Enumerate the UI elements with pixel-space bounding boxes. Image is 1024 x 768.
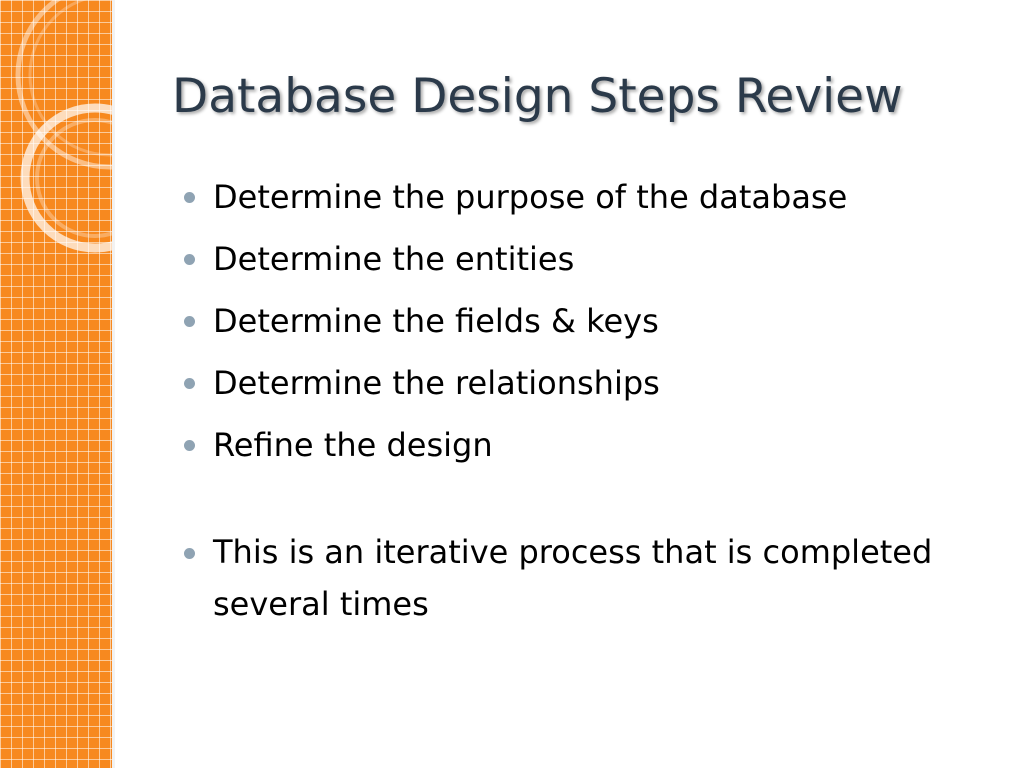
bullet-text: Determine the entities	[213, 240, 575, 278]
decorative-side-band	[0, 0, 114, 768]
slide-title: Database Design Steps Review	[172, 69, 903, 124]
bullet-dot-icon	[184, 548, 195, 559]
bullet-dot-icon	[184, 440, 195, 451]
bullet-text: Refine the design	[213, 426, 493, 464]
bullet-item: This is an iterative process that is com…	[184, 526, 984, 630]
bullet-item: Determine the relationships	[184, 356, 984, 410]
bullet-item: Determine the entities	[184, 232, 984, 286]
bullet-dot-icon	[184, 254, 195, 265]
bullet-text: Determine the relationships	[213, 364, 660, 402]
bullet-item: Refine the design	[184, 418, 984, 472]
bullet-item: Determine the fields & keys	[184, 294, 984, 348]
bullet-list: Determine the purpose of the database De…	[184, 170, 984, 638]
side-band-edge	[112, 0, 115, 768]
bullet-dot-icon	[184, 316, 195, 327]
bullet-text: Determine the purpose of the database	[213, 178, 848, 216]
bullet-dot-icon	[184, 192, 195, 203]
bullet-text: Determine the fields & keys	[213, 302, 659, 340]
decorative-rings-icon	[15, 0, 114, 253]
bullet-dot-icon	[184, 378, 195, 389]
bullet-text: This is an iterative process that is com…	[213, 533, 933, 623]
bullet-item: Determine the purpose of the database	[184, 170, 984, 224]
